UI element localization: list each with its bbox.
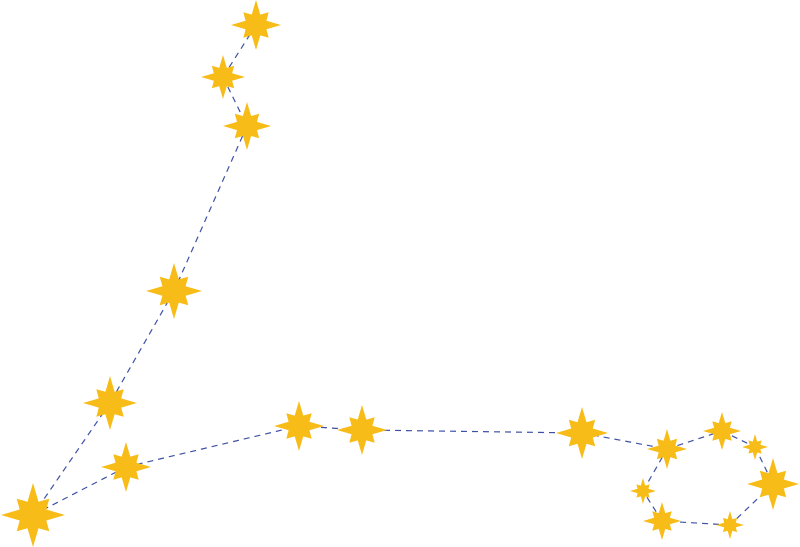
star-icon [742, 434, 768, 460]
connector-line [173, 125, 248, 292]
star-icon [647, 429, 687, 469]
star-icon [223, 102, 271, 150]
connector-line [361, 429, 583, 434]
connector-line [666, 430, 723, 450]
star-icon [556, 407, 608, 459]
connector-line [642, 448, 668, 492]
star-icon [716, 511, 744, 539]
star-icon [231, 0, 281, 50]
connector-line [32, 402, 111, 516]
star-icon [274, 401, 324, 451]
star-icon [101, 442, 151, 492]
star-icon [146, 263, 202, 319]
star-icon [83, 376, 137, 430]
star-icon [747, 458, 799, 510]
connector-line [109, 290, 175, 404]
star-icon [201, 55, 245, 99]
star-icon [630, 478, 656, 504]
connector-line [729, 483, 774, 526]
connector-line [125, 425, 300, 468]
star-icon [703, 412, 741, 450]
star-icon [643, 502, 681, 540]
connector-line [32, 466, 127, 516]
star-icon [1, 483, 65, 547]
star-icon [337, 405, 387, 455]
